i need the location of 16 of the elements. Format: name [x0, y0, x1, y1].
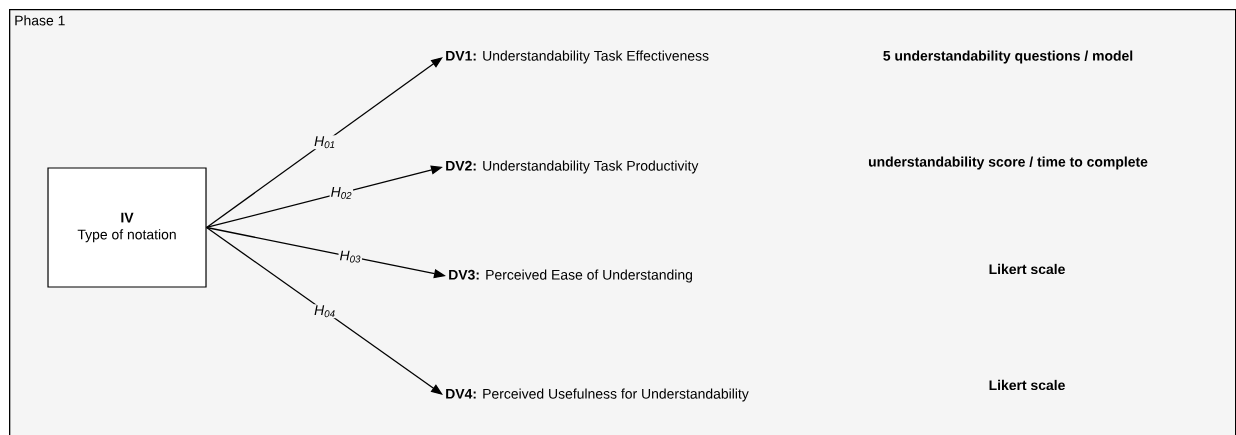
- measure-label: Likert scale: [989, 379, 1065, 391]
- variable-label: DV2: Understandability Task Productivity: [446, 160, 699, 174]
- edge-label: H$_{02}$: [331, 187, 352, 199]
- variable-label: DV4: Perceived Usefulness for Understandability: [446, 388, 749, 402]
- variable-box: IV Type of notation: [47, 167, 207, 288]
- variable-label: DV1: Understandability Task Effectiveness: [446, 50, 709, 64]
- measure-label: understandability score / time to complete: [868, 156, 1148, 170]
- arrow: [205, 57, 443, 229]
- edge-label: H$_{03}$: [339, 250, 361, 263]
- measure-label: 5 understandability questions / model: [883, 50, 1133, 64]
- variable-label: DV3: Perceived Ease of Understanding: [449, 269, 692, 283]
- edge-label: H$_{04}$: [314, 305, 335, 318]
- measure-label: Likert scale: [989, 263, 1065, 275]
- arrow: [205, 226, 443, 395]
- frame-heading: Phase 1: [15, 15, 65, 26]
- edge-label: H$_{01}$: [314, 136, 335, 149]
